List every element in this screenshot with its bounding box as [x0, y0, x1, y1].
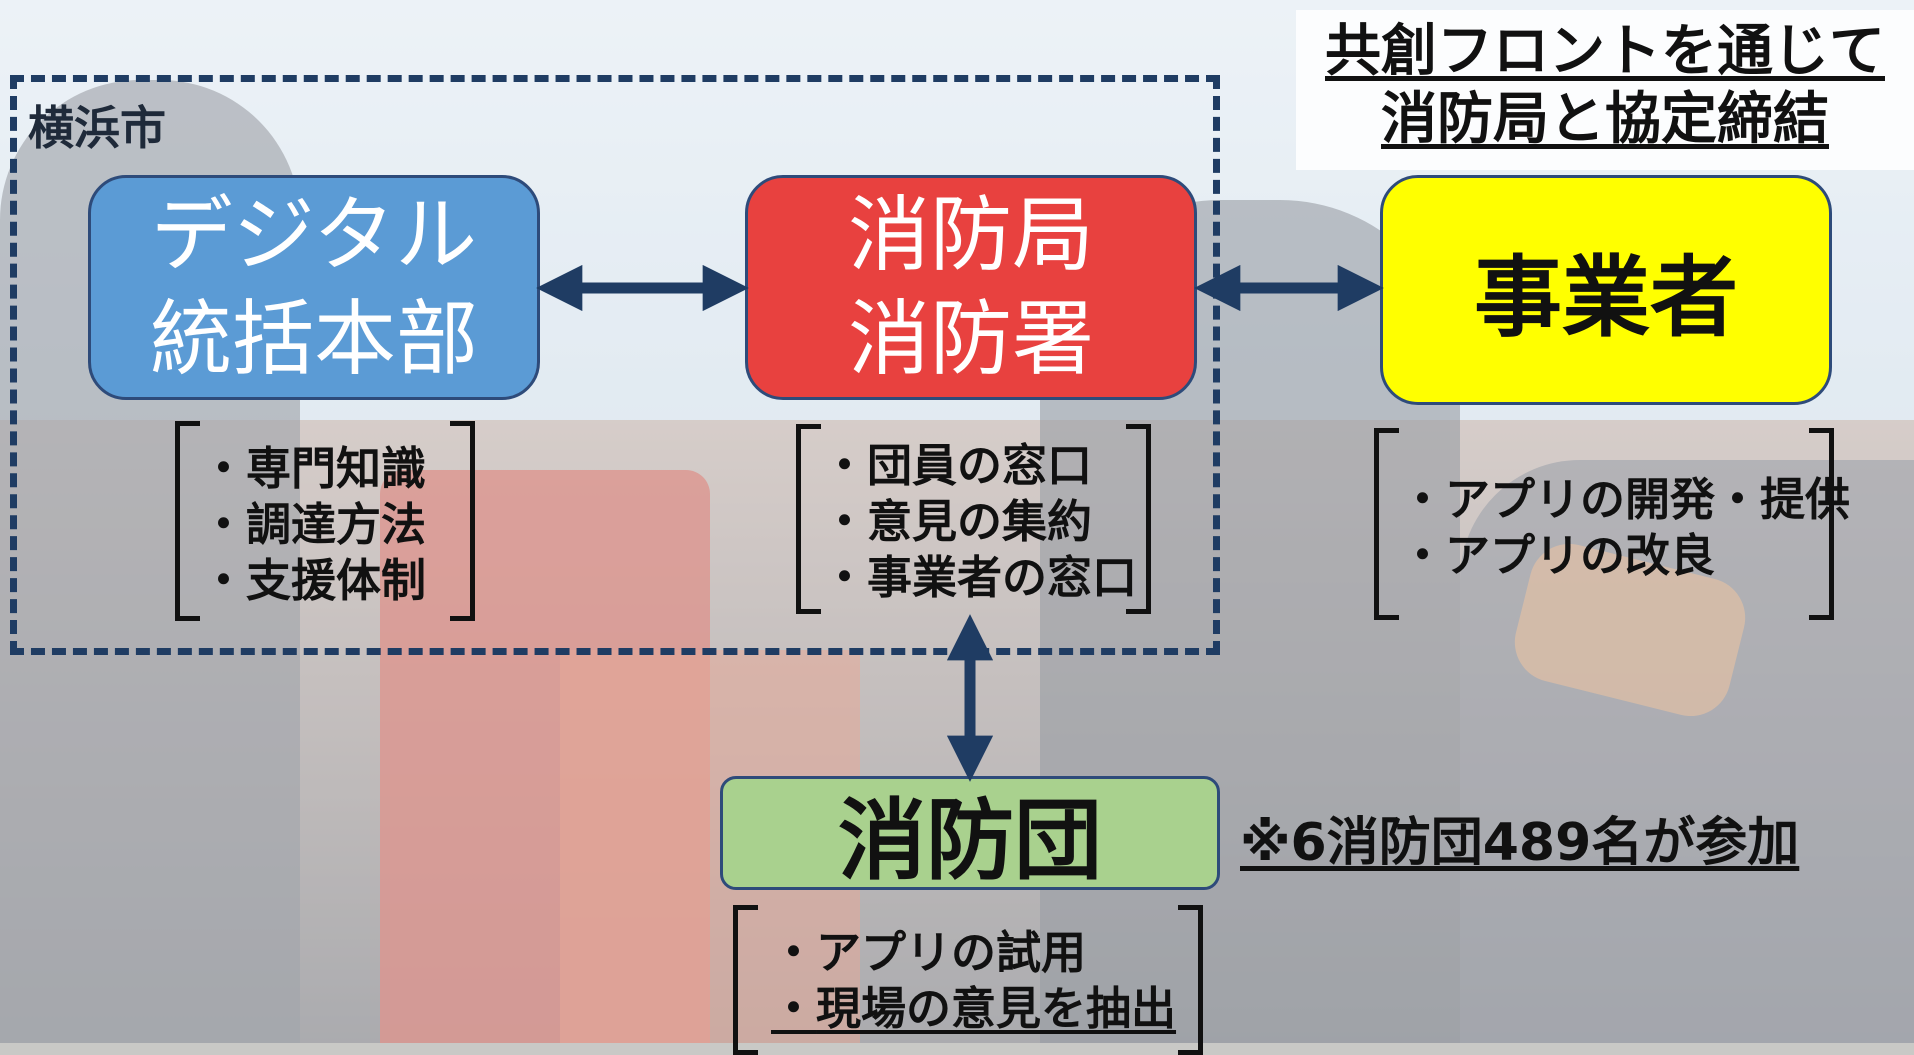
business-box: 事業者: [1380, 175, 1832, 405]
list-item: 調達方法: [201, 497, 449, 553]
list-item: 意見の集約: [822, 494, 1125, 550]
business-roles: アプリの開発・提供 アプリの改良: [1374, 428, 1850, 620]
list-item: 事業者の窓口: [822, 550, 1137, 606]
list-item: アプリの開発・提供: [1400, 472, 1850, 528]
agreement-note-line2: 消防局と協定締結: [1381, 87, 1829, 152]
digital-hq-line2: 統括本部: [149, 291, 478, 387]
digital-hq-line1: デジタル: [150, 187, 478, 283]
fire-bureau-line1: 消防局: [847, 187, 1094, 283]
list-item: アプリの試用: [771, 925, 1177, 981]
agreement-note-line1: 共創フロントを通じて: [1325, 19, 1885, 84]
digital-hq-roles: 専門知識 調達方法 支援体制: [175, 421, 475, 621]
city-label: 横浜市: [28, 101, 166, 155]
fire-bureau-line2: 消防署: [847, 291, 1094, 387]
fire-corps-box: 消防団: [720, 776, 1220, 892]
fire-bureau-roles: 団員の窓口 意見の集約 事業者の窓口: [796, 424, 1151, 614]
business-label: 事業者: [1473, 245, 1738, 349]
agreement-note: 共創フロントを通じて 消防局と協定締結: [1296, 18, 1914, 154]
top-note-panel: [1296, 10, 1914, 170]
fire-corps-label: 消防団: [837, 788, 1102, 892]
list-item: 現場の意見を抽出: [771, 981, 1177, 1037]
list-item: 団員の窓口: [822, 438, 1125, 494]
yokohama-city-frame: [10, 75, 1220, 655]
participation-note: ※6消防団489名が参加: [1240, 813, 1800, 873]
digital-hq-box: デジタル 統括本部: [88, 175, 540, 400]
fire-bureau-box: 消防局 消防署: [745, 175, 1197, 400]
list-item: 支援体制: [201, 553, 449, 609]
list-item: 専門知識: [201, 441, 449, 497]
list-item: アプリの改良: [1400, 528, 1808, 584]
fire-corps-roles: アプリの試用 現場の意見を抽出: [733, 905, 1203, 1055]
